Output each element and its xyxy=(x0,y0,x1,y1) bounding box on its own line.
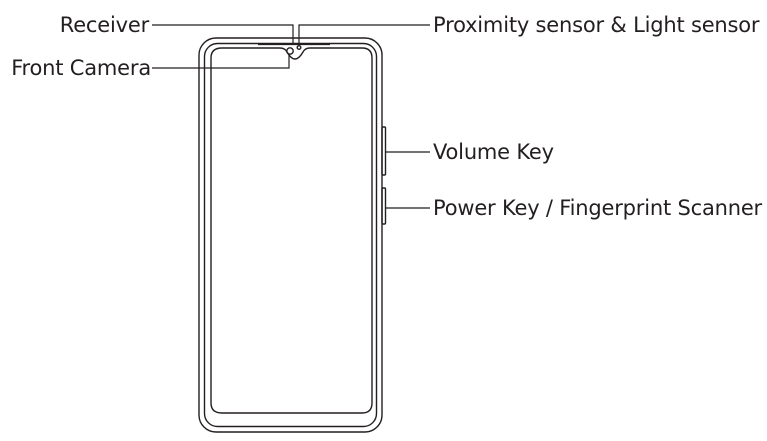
receiver-leader-line xyxy=(152,24,294,44)
volume-key-shape xyxy=(381,126,387,176)
screen-outline xyxy=(210,47,373,414)
power-fingerprint-label: Power Key / Fingerprint Scanner xyxy=(433,196,762,220)
receiver-label: Receiver xyxy=(59,13,149,37)
phone-body-outline xyxy=(198,37,383,433)
front-camera-label: Front Camera xyxy=(11,56,151,80)
front-camera-leader-line xyxy=(152,54,290,69)
proximity-light-sensor-label: Proximity sensor & Light sensor xyxy=(433,13,760,37)
phone-bezel-outline xyxy=(203,42,378,428)
proximity-light-sensor-dot xyxy=(296,45,302,51)
front-camera-lens xyxy=(286,47,294,55)
power-key-shape xyxy=(381,187,387,225)
volume-key-label: Volume Key xyxy=(433,140,554,164)
proximity-leader-line xyxy=(298,24,430,45)
